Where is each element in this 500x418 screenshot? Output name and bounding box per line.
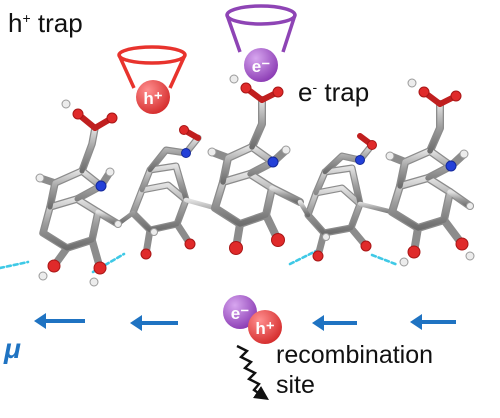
hole-trap-symbol: h⁺ <box>143 89 162 108</box>
hole-trap: h⁺ <box>117 45 187 114</box>
recombination-hole: h⁺ <box>255 319 274 338</box>
recombination-site-label: recombination site <box>276 340 433 400</box>
photon-emission-wavy-arrow-icon <box>236 344 269 400</box>
hole-trap-particle: h⁺ <box>136 80 170 114</box>
hole-trap-label: h+ trap <box>8 8 83 38</box>
tetramer-molecule <box>0 74 475 287</box>
recombination-electron: e⁻ <box>231 304 249 323</box>
recombination-label-line1: recombination <box>276 341 434 369</box>
arrow-left-icon-1 <box>34 313 85 329</box>
recombination-pair: e⁻ h⁺ <box>223 295 282 344</box>
hole-trap-bucket-icon <box>117 45 187 89</box>
recombination-label-line2: site <box>276 371 315 399</box>
arrow-left-icon-2 <box>130 315 178 331</box>
nitrogen-atoms <box>95 148 457 192</box>
hydrogen-atoms <box>35 74 475 287</box>
electron-trap-symbol: e⁻ <box>252 57 270 76</box>
arrow-left-icon-3 <box>312 315 357 331</box>
arrow-left-icon-4 <box>410 314 456 330</box>
electron-trap-label: e- trap <box>298 77 370 107</box>
oxygen-atoms <box>47 82 469 275</box>
carboxyl-groups <box>75 85 459 148</box>
electron-trap: e⁻ <box>225 4 297 82</box>
electron-trap-particle: e⁻ <box>244 48 278 82</box>
mobility-arrows <box>34 313 456 331</box>
electron-trap-bucket-icon <box>225 4 297 53</box>
mobility-symbol: μ <box>4 333 21 364</box>
